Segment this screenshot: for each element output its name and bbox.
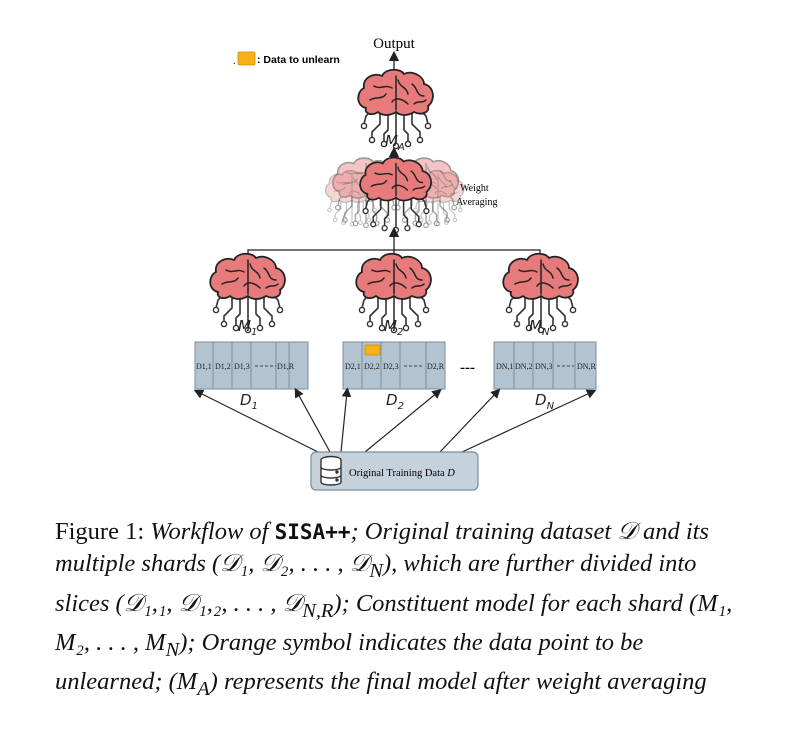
shard-n-slice-2: DN,2 bbox=[515, 362, 533, 371]
caption-text-2: ; Original training dataset 𝒟 and its mu… bbox=[55, 518, 709, 578]
caption-text-1: Workflow of bbox=[150, 518, 275, 545]
shard-2-slice-2: D2,2 bbox=[364, 362, 380, 371]
caption-sub-n-2: N bbox=[165, 638, 180, 661]
data-to-shard-arrows bbox=[193, 387, 597, 453]
legend-orange-square bbox=[237, 51, 256, 66]
model-2-label: M2 bbox=[384, 317, 403, 338]
shard-1: D1,1 D1,2 D1,3 D1,R bbox=[194, 341, 309, 390]
shard-n-label: DN bbox=[535, 391, 555, 412]
shard-n-slice-3: DN,3 bbox=[535, 362, 553, 371]
weight-averaging-label-2: Averaging bbox=[456, 197, 497, 208]
database-icon bbox=[320, 455, 342, 486]
shard-2-slice-r: D2,R bbox=[427, 362, 445, 371]
output-label: Output bbox=[373, 36, 416, 52]
weight-averaging-label-1: Weight bbox=[460, 183, 489, 194]
legend-label: : Data to unlearn bbox=[257, 54, 340, 66]
shard-1-slice-r: D1,R bbox=[277, 362, 295, 371]
caption-text-4: ); Constituent model for each shard (M₁,… bbox=[55, 589, 733, 656]
original-training-data-box: Original Training Data D bbox=[310, 451, 479, 491]
caption-text-3: ), which are further divided into slices… bbox=[55, 550, 697, 617]
caption-sub-nr: N,R bbox=[302, 599, 334, 622]
caption-sisa: SISA++ bbox=[274, 520, 351, 544]
training-data-label: Original Training Data D bbox=[349, 468, 455, 479]
shard-n-slice-1: DN,1 bbox=[496, 362, 514, 371]
legend-dot: . bbox=[233, 56, 236, 67]
shards-ellipsis: --- bbox=[460, 360, 475, 376]
shard-1-slice-1: D1,1 bbox=[196, 362, 212, 371]
data-to-unlearn-marker bbox=[364, 344, 381, 356]
shard-1-label: D1 bbox=[240, 391, 258, 412]
shard-1-slice-3: D1,3 bbox=[234, 362, 250, 371]
caption-sub-a: A bbox=[197, 678, 210, 701]
shard-2: D2,1 D2,2 D2,3 D2,R bbox=[342, 341, 446, 390]
shard-2-label: D2 bbox=[386, 391, 404, 412]
caption-sub-n-1: N bbox=[369, 560, 383, 583]
caption-text-6: ) represents the final model after weigh… bbox=[209, 668, 707, 696]
final-model-label: MA bbox=[385, 132, 405, 153]
caption-prefix: Figure 1: bbox=[55, 518, 151, 545]
shard-1-slice-2: D1,2 bbox=[215, 362, 231, 371]
model-1-label: M1 bbox=[238, 317, 257, 338]
shard-2-slice-1: D2,1 bbox=[345, 362, 361, 371]
weight-averaging-brains-icon bbox=[324, 156, 465, 234]
caption-text-5: ); Orange symbol indicates the data poin… bbox=[55, 629, 644, 696]
model-n-label: MN bbox=[529, 317, 550, 338]
workflow-diagram: Output . : Data to unlearn MA Weight Ave… bbox=[193, 36, 597, 491]
figure-caption: Figure 1: Workflow of SISA++; Original t… bbox=[55, 516, 745, 706]
shard-n-slice-r: DN,R bbox=[577, 362, 597, 371]
shard-2-slice-3: D2,3 bbox=[383, 362, 399, 371]
shard-n: DN,1 DN,2 DN,3 DN,R bbox=[493, 341, 597, 390]
